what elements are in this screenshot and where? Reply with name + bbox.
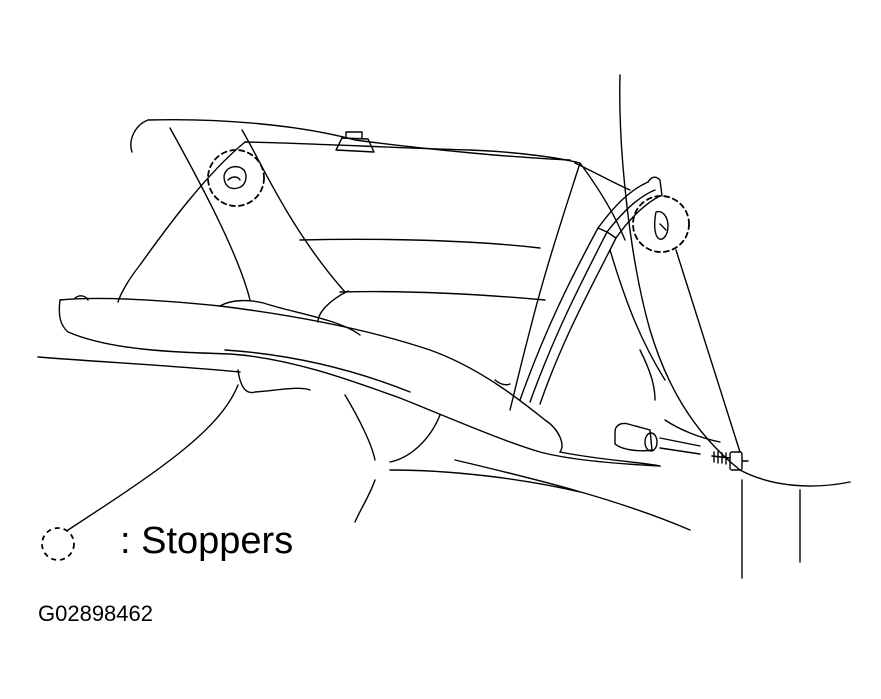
mounting-screw <box>712 452 748 470</box>
legend-leader-line <box>68 385 440 530</box>
mounting-bracket <box>615 420 720 454</box>
leader-line <box>676 250 800 578</box>
legend-label: : Stoppers <box>120 520 294 562</box>
glove-box-bin <box>118 132 625 410</box>
dashed-circle-icon <box>38 524 78 564</box>
dashboard-outline <box>38 75 850 530</box>
hinge-rail <box>520 177 665 404</box>
glove-box-door <box>59 296 660 466</box>
latch-tab <box>336 138 374 152</box>
stopper-right <box>655 212 668 240</box>
figure-id: G02898462 <box>38 601 153 626</box>
stopper-callout-left <box>208 150 264 206</box>
stopper-callout-right <box>633 196 689 252</box>
stopper-left <box>224 167 246 189</box>
